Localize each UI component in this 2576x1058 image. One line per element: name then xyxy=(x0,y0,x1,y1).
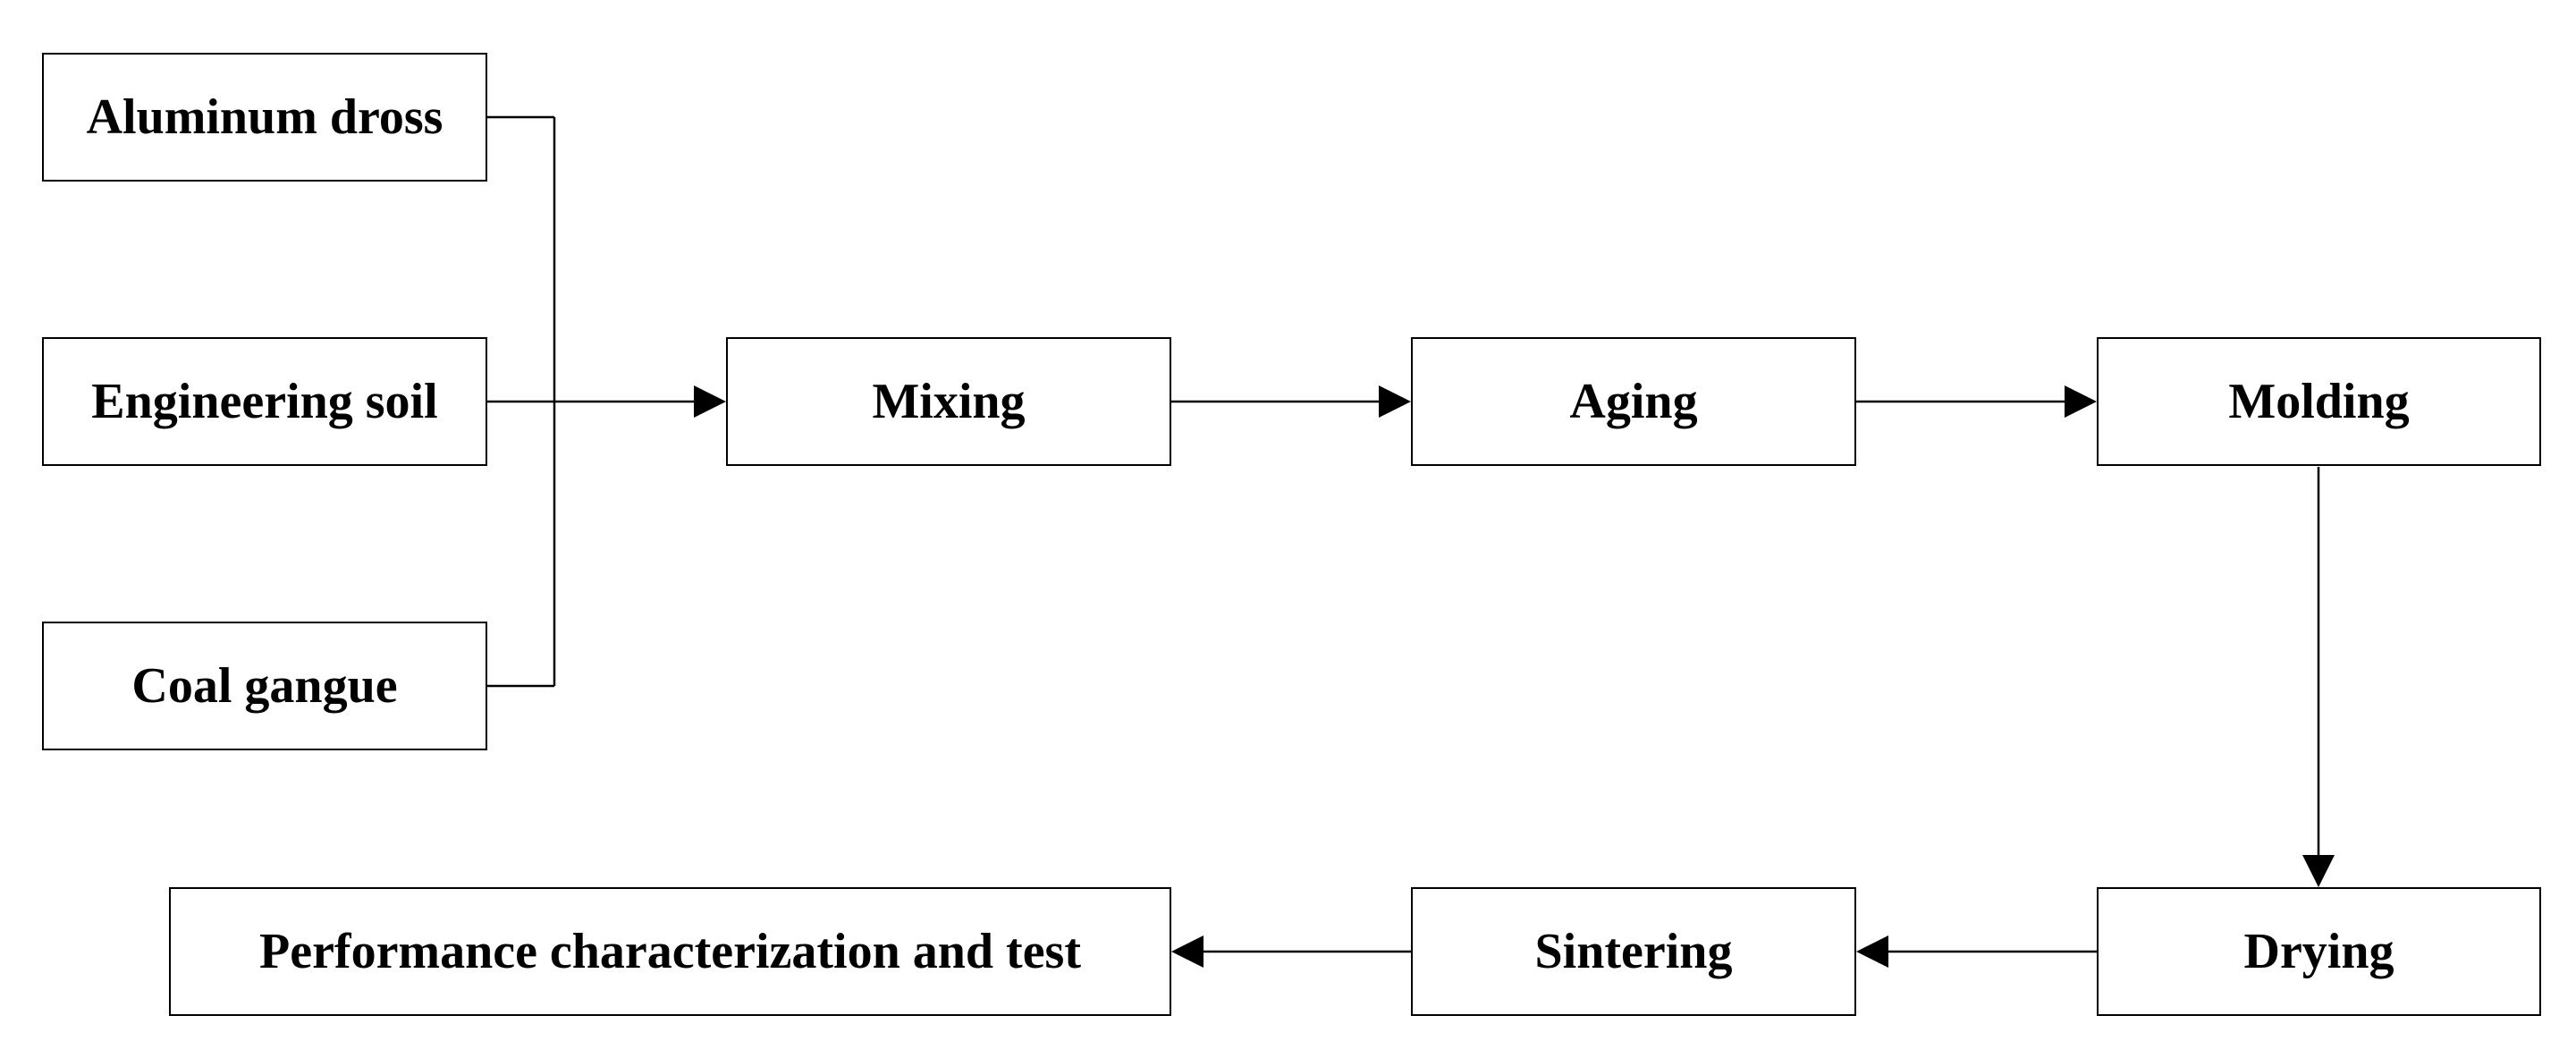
node-coal-gangue: Coal gangue xyxy=(42,622,487,750)
node-aluminum-dross: Aluminum dross xyxy=(42,53,487,182)
node-coal-gangue-label: Coal gangue xyxy=(131,658,398,714)
node-performance: Performance characterization and test xyxy=(169,887,1171,1016)
node-engineering-soil-label: Engineering soil xyxy=(91,374,438,429)
node-aging: Aging xyxy=(1411,337,1856,466)
node-engineering-soil: Engineering soil xyxy=(42,337,487,466)
node-aging-label: Aging xyxy=(1569,374,1698,429)
node-sintering-label: Sintering xyxy=(1534,924,1733,979)
arrow-aging-molding-head xyxy=(2065,385,2097,418)
node-mixing: Mixing xyxy=(726,337,1171,466)
arrow-sintering-performance-head xyxy=(1171,935,1204,968)
arrow-mixing-aging-head xyxy=(1379,385,1411,418)
node-drying-label: Drying xyxy=(2243,924,2394,979)
arrow-to-mixing-head xyxy=(694,385,726,418)
arrow-drying-sintering-head xyxy=(1856,935,1888,968)
arrow-molding-drying-head xyxy=(2302,855,2335,887)
node-performance-label: Performance characterization and test xyxy=(259,924,1081,979)
node-aluminum-dross-label: Aluminum dross xyxy=(86,89,443,145)
node-mixing-label: Mixing xyxy=(872,374,1026,429)
node-molding-label: Molding xyxy=(2228,374,2410,429)
node-drying: Drying xyxy=(2097,887,2541,1016)
node-molding: Molding xyxy=(2097,337,2541,466)
node-sintering: Sintering xyxy=(1411,887,1856,1016)
